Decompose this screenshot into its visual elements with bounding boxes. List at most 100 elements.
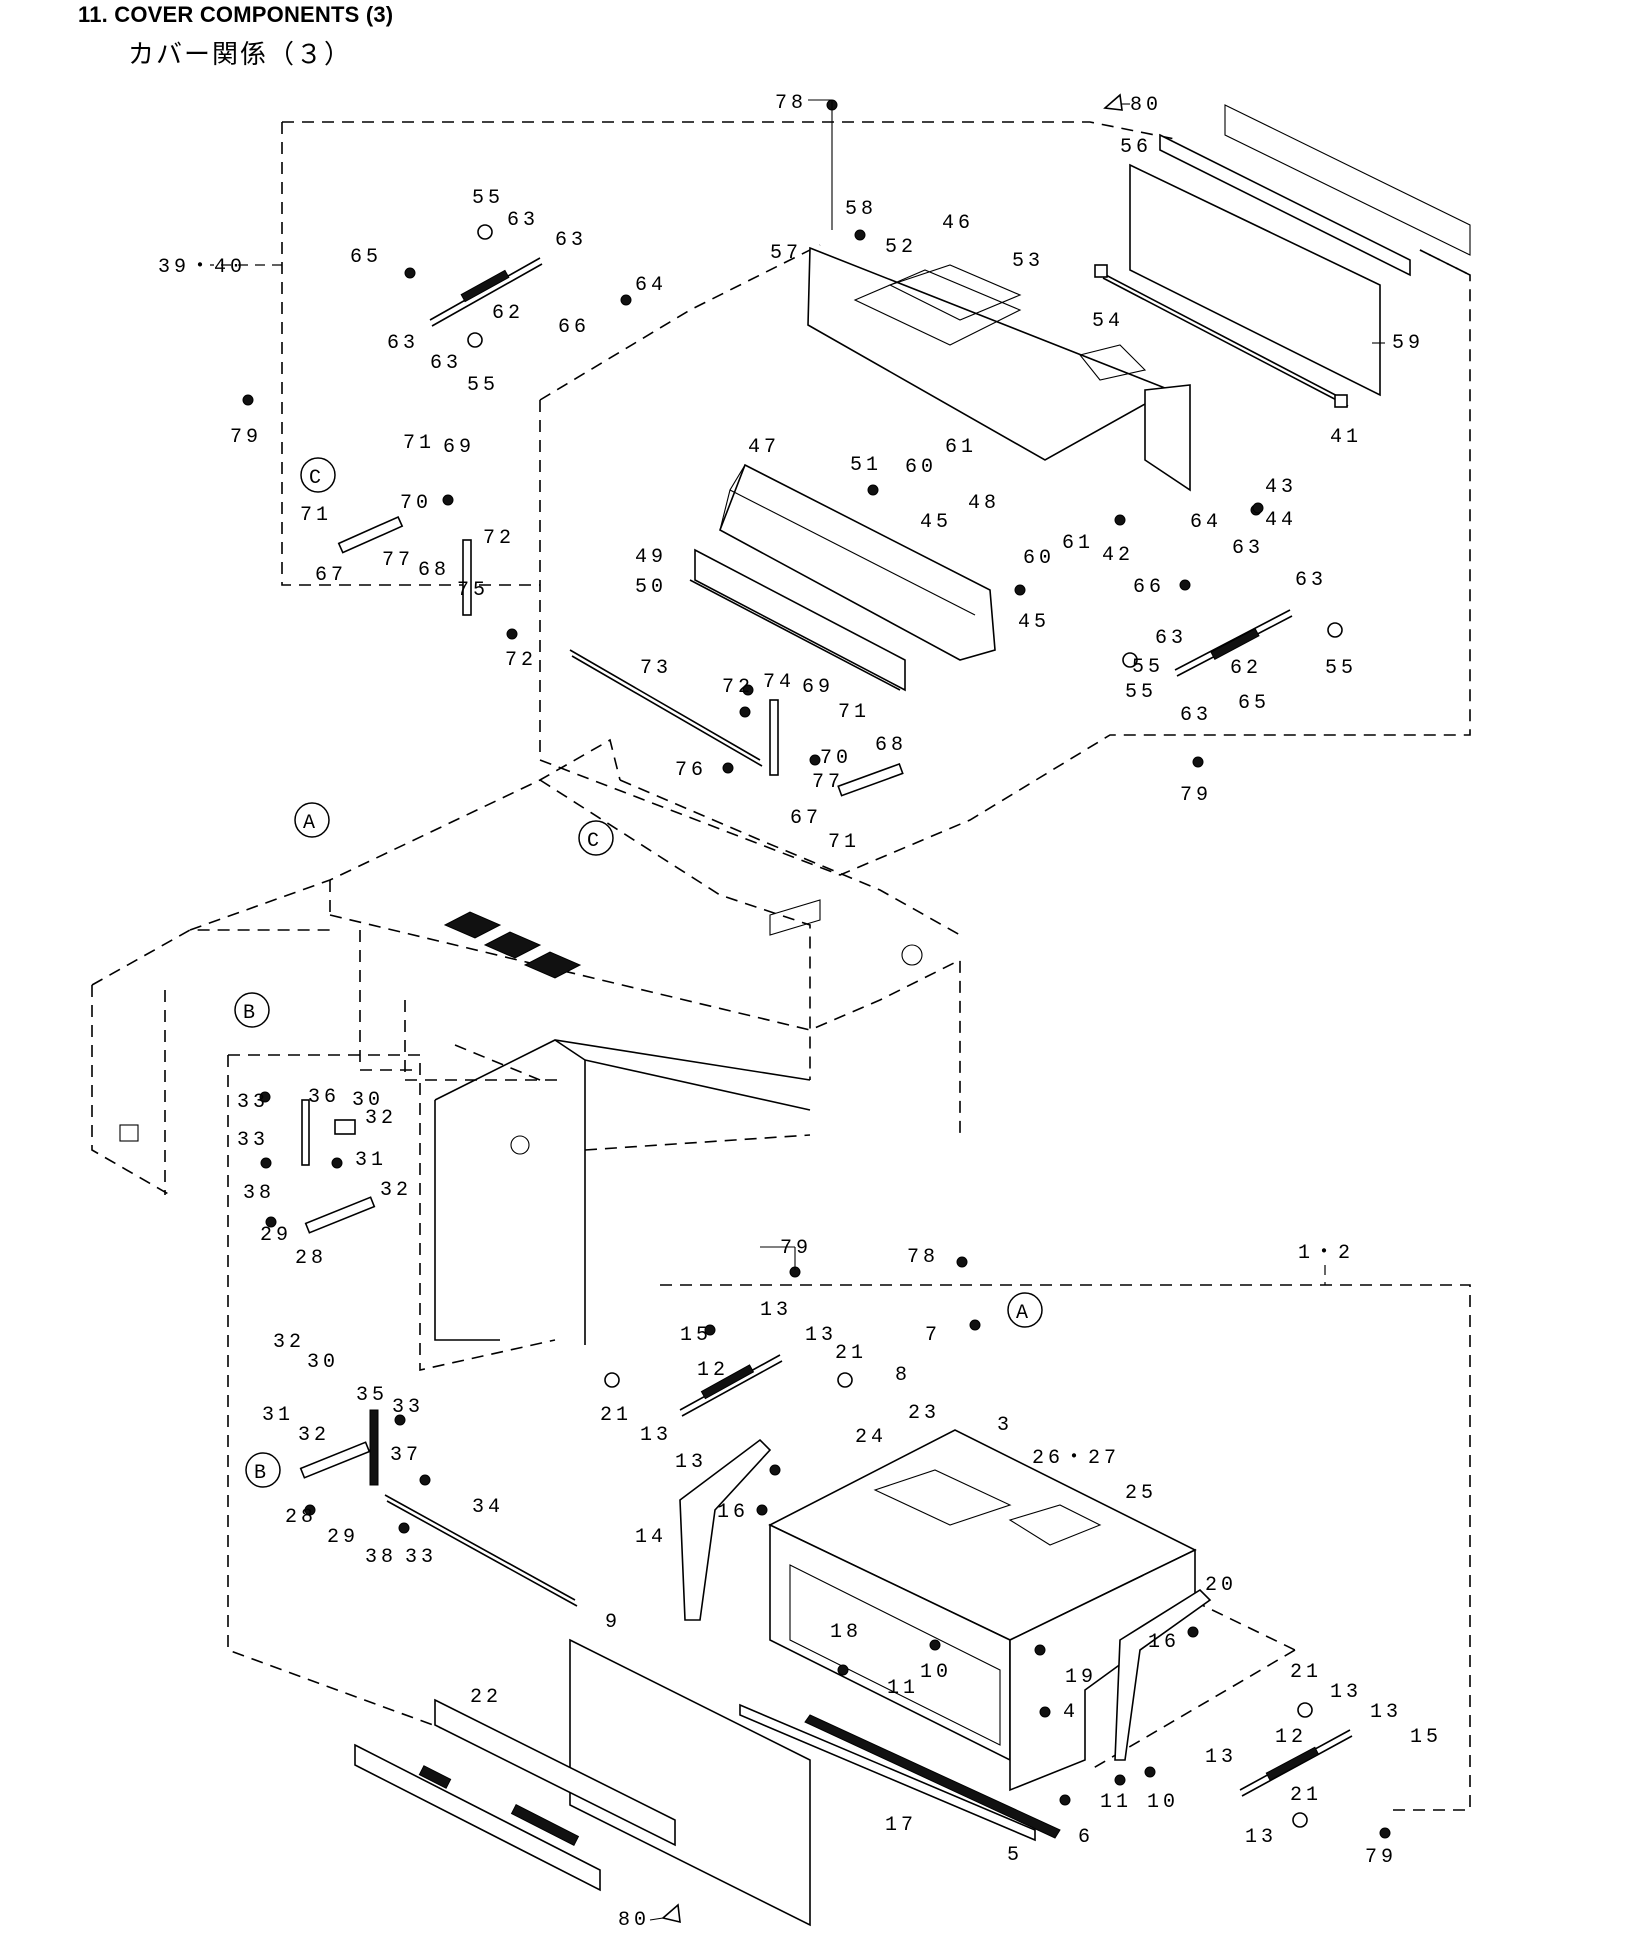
part-label: 1・2 — [1298, 1242, 1354, 1265]
part-label: 74 — [763, 671, 795, 694]
part-label: 5 — [1007, 1844, 1023, 1867]
callout-label: B — [254, 1462, 270, 1485]
part-label: 78 — [907, 1246, 939, 1269]
part-label: 57 — [770, 242, 802, 265]
part-label: 33 — [237, 1091, 269, 1114]
part-label: 17 — [885, 1814, 917, 1837]
part-label: 69 — [443, 436, 475, 459]
part-label: 21 — [835, 1342, 867, 1365]
part-label: 20 — [1205, 1574, 1237, 1597]
part-label: 16 — [1148, 1631, 1180, 1654]
callout-C-upper: C — [300, 457, 336, 493]
part-label: 13 — [1370, 1701, 1402, 1724]
side-bracket-42 — [1144, 384, 1191, 492]
part-label: 10 — [1147, 1791, 1179, 1814]
part-label: 50 — [635, 576, 667, 599]
part-label: 75 — [457, 579, 489, 602]
part-label: 61 — [1062, 532, 1094, 555]
part-label: 65 — [350, 246, 382, 269]
page-subtitle: カバー関係（３） — [128, 40, 353, 70]
part-label: 54 — [1092, 310, 1124, 333]
part-label: 70 — [820, 747, 852, 770]
part-label: 13 — [760, 1299, 792, 1322]
part-label: 13 — [675, 1451, 707, 1474]
part-label: 28 — [285, 1506, 317, 1529]
back-strip-56 — [1224, 104, 1471, 256]
part-label: 9 — [605, 1611, 621, 1634]
part-label: 13 — [1245, 1826, 1277, 1849]
part-label: 12 — [1275, 1726, 1307, 1749]
part-label: 47 — [748, 436, 780, 459]
part-label: 3 — [997, 1414, 1013, 1437]
part-label: 33 — [405, 1546, 437, 1569]
part-label: 68 — [418, 559, 450, 582]
part-label: 58 — [845, 198, 877, 221]
part-label: 63 — [1180, 704, 1212, 727]
front-hood-47 — [719, 463, 996, 661]
part-label: 32 — [298, 1424, 330, 1447]
part-label: 8 — [895, 1364, 911, 1387]
top-cover-46 — [807, 246, 1172, 461]
part-label: 67 — [790, 807, 822, 830]
part-label: 55 — [1125, 681, 1157, 704]
part-label: 7 — [925, 1324, 941, 1347]
strip-17 — [739, 1703, 1036, 1842]
part-label: 52 — [885, 236, 917, 259]
part-label: 32 — [380, 1179, 412, 1202]
lower-front-cover-3 — [768, 1429, 1197, 1792]
part-label: 36 — [308, 1086, 340, 1109]
strip-49-50 — [689, 548, 906, 692]
gas-spring-62-lower — [1122, 609, 1343, 677]
part-label: 43 — [1265, 476, 1297, 499]
callout-A-lower: A — [1007, 1292, 1043, 1328]
part-label: 63 — [555, 229, 587, 252]
side-bracket-14 — [679, 1438, 772, 1621]
part-label: 45 — [920, 511, 952, 534]
part-label: 11 — [887, 1677, 919, 1700]
part-label: 13 — [1330, 1681, 1362, 1704]
gas-spring-12-left — [604, 1354, 853, 1417]
callout-label: B — [243, 1002, 259, 1025]
part-label: 21 — [600, 1404, 632, 1427]
part-label: 39・40 — [158, 256, 246, 279]
part-label: 71 — [838, 701, 870, 724]
part-label: 63 — [430, 352, 462, 375]
part-label: 49 — [635, 546, 667, 569]
callout-B-lower: B — [245, 1452, 281, 1488]
part-label: 46 — [942, 212, 974, 235]
part-label: 15 — [680, 1324, 712, 1347]
lower-fasteners — [259, 1091, 1391, 1839]
part-label: 55 — [1132, 656, 1164, 679]
part-label: 4 — [1063, 1701, 1079, 1724]
part-label: 66 — [558, 316, 590, 339]
part-label: 30 — [307, 1351, 339, 1374]
side-bracket-20 — [1114, 1588, 1212, 1761]
part-label: 37 — [390, 1444, 422, 1467]
callout-label: A — [1016, 1302, 1032, 1325]
part-label: 13 — [1205, 1746, 1237, 1769]
part-label: 41 — [1330, 426, 1362, 449]
part-label: 53 — [1012, 250, 1044, 273]
part-label: 80 — [1130, 94, 1162, 117]
part-label: 35 — [356, 1384, 388, 1407]
part-label: 62 — [492, 302, 524, 325]
part-label: 13 — [805, 1324, 837, 1347]
part-label: 10 — [920, 1661, 952, 1684]
part-label: 73 — [640, 657, 672, 680]
callout-label: A — [303, 812, 319, 835]
part-label: 66 — [1133, 576, 1165, 599]
part-label: 63 — [1155, 627, 1187, 650]
part-label: 24 — [855, 1426, 887, 1449]
part-label: 19 — [1065, 1666, 1097, 1689]
part-label: 34 — [472, 1496, 504, 1519]
gas-spring-62-upper — [429, 224, 543, 348]
part-label: 23 — [908, 1402, 940, 1425]
part-label: 45 — [1018, 611, 1050, 634]
part-label: 61 — [945, 436, 977, 459]
label-80-bottom — [661, 1903, 681, 1924]
part-label: 38 — [365, 1546, 397, 1569]
part-label: 79 — [1180, 784, 1212, 807]
part-label: 32 — [273, 1331, 305, 1354]
callout-B-body: B — [234, 992, 270, 1028]
part-label: 64 — [1190, 511, 1222, 534]
